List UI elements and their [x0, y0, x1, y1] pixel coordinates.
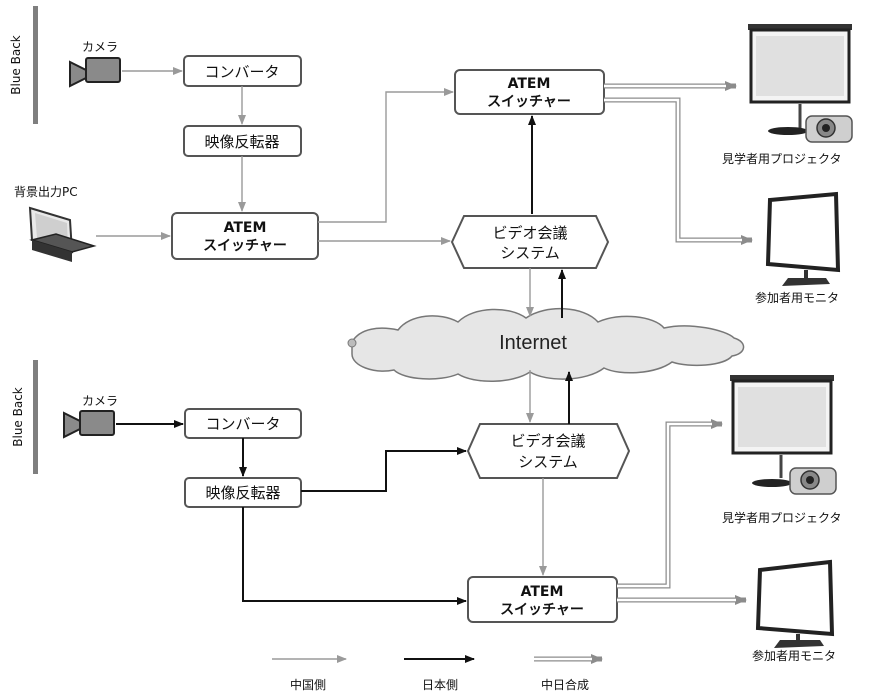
video-conf-label-1: ビデオ会議 [492, 224, 567, 242]
blue-back-bar [33, 360, 38, 474]
frame-sync-top: 映像反転器 [183, 125, 302, 157]
video-conf-label-2: システム [518, 453, 578, 471]
legend-china: 中国側 [272, 655, 347, 692]
china-connectors [96, 67, 547, 576]
converter-bottom: コンバータ [184, 408, 302, 439]
internet-cloud: Internet [347, 308, 745, 382]
legend-japan-label: 日本側 [422, 678, 458, 692]
camera-top: カメラ [69, 40, 121, 88]
blue-back-top: Blue Back [9, 6, 38, 124]
monitor-label: 参加者用モニタ [752, 648, 836, 663]
camera-icon [69, 57, 121, 88]
background-pc-label: 背景出力PC [14, 185, 78, 199]
projector-icon [789, 467, 837, 495]
atem-label-2: スイッチャー [203, 238, 287, 254]
projector-label: 見学者用プロジェクタ [722, 510, 842, 525]
legend-combined: 中日合成 [534, 654, 603, 692]
blue-back-label: Blue Back [9, 35, 23, 95]
frame-sync-label: 映像反転器 [205, 484, 280, 502]
atem-label-1: ATEM [224, 220, 267, 236]
converter-label: コンバータ [205, 415, 280, 433]
video-conf-label-2: システム [500, 244, 560, 262]
frame-sync-bottom: 映像反転器 [184, 477, 302, 508]
monitor-bottom: 参加者用モニタ [752, 559, 836, 663]
video-conf-top: ビデオ会議 システム [450, 215, 610, 269]
frame-sync-label: 映像反転器 [204, 133, 279, 151]
legend-combined-label: 中日合成 [541, 677, 589, 692]
legend-china-label: 中国側 [290, 677, 326, 692]
converter-label: コンバータ [204, 63, 279, 81]
atem-label-2: スイッチャー [500, 602, 584, 618]
combined-connectors [604, 81, 753, 605]
video-conf-label-1: ビデオ会議 [510, 432, 585, 450]
converter-top: コンバータ [183, 55, 302, 87]
atem-main-top: ATEM スイッチャー [454, 69, 605, 115]
blue-back-label: Blue Back [11, 387, 25, 447]
camera-label: カメラ [82, 394, 118, 408]
japan-connectors [116, 115, 573, 605]
atem-label-1: ATEM [521, 584, 564, 600]
projector-bottom: 見学者用プロジェクタ [722, 375, 842, 525]
legend-japan: 日本側 [404, 655, 475, 692]
legend: 中国側 日本側 中日合成 [272, 654, 603, 692]
monitor-top: 参加者用モニタ [755, 191, 841, 305]
blue-back-bottom: Blue Back [11, 360, 38, 474]
atem-label-1: ATEM [508, 76, 551, 92]
blue-back-bar [33, 6, 38, 124]
atem-local-top: ATEM スイッチャー [171, 212, 319, 260]
camera-label: カメラ [82, 40, 118, 54]
camera-icon [63, 410, 115, 439]
monitor-label: 参加者用モニタ [755, 290, 839, 305]
video-conf-bottom: ビデオ会議 システム [466, 423, 631, 479]
camera-bottom: カメラ [63, 394, 118, 439]
internet-label: Internet [499, 332, 567, 354]
laptop-icon [28, 206, 97, 262]
atem-label-2: スイッチャー [487, 94, 571, 110]
background-pc: 背景出力PC [14, 185, 97, 262]
projector-label: 見学者用プロジェクタ [722, 151, 842, 166]
projector-top: 見学者用プロジェクタ [722, 24, 853, 166]
projector-icon [805, 115, 853, 143]
screen-roller [730, 375, 834, 381]
screen-roller [748, 24, 852, 30]
atem-main-bottom: ATEM スイッチャー [467, 576, 618, 623]
